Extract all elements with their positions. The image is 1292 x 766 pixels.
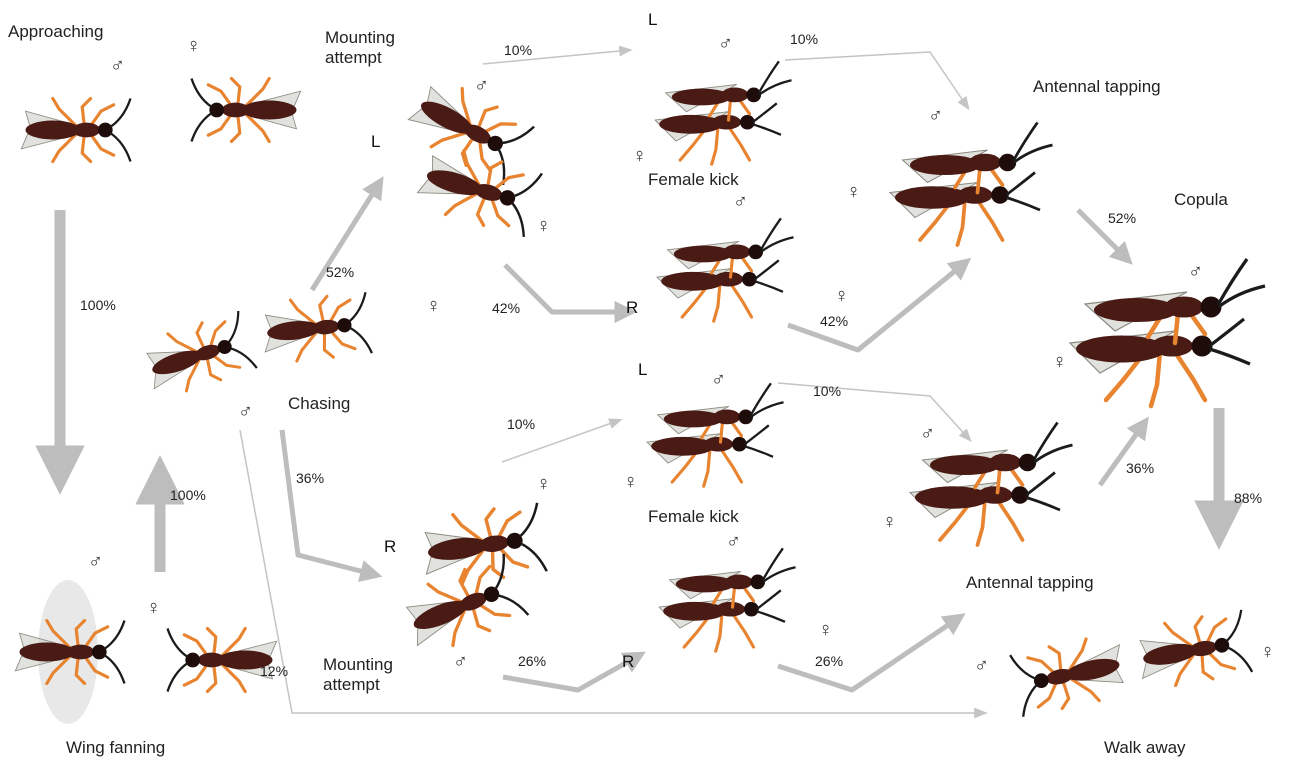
label-antennal-tapping-top: Antennal tapping: [1033, 77, 1161, 97]
side-right-top: R: [626, 298, 638, 318]
pct-chasing-to-walkaway: 12%: [260, 663, 288, 679]
pct-kick-to-tapping-bottom: 10%: [813, 383, 841, 399]
male-symbol-icon: ♂: [726, 532, 741, 552]
pct-fanning-to-chasing: 100%: [170, 487, 206, 503]
side-right-bottom: R: [622, 652, 634, 672]
side-right-mount-bottom: R: [384, 537, 396, 557]
female-symbol-icon: ♀: [536, 474, 551, 494]
female-symbol-icon: ♀: [1260, 642, 1275, 662]
male-symbol-icon: ♂: [718, 34, 733, 54]
label-approaching: Approaching: [8, 22, 103, 42]
male-symbol-icon: ♂: [733, 192, 748, 212]
female-symbol-icon: ♀: [426, 296, 441, 316]
pct-mount-r-to-side-r: 26%: [518, 653, 546, 669]
label-female-kick-bottom: Female kick: [648, 507, 739, 527]
label-mounting-attempt-top: Mounting attempt: [325, 28, 395, 68]
male-symbol-icon: ♂: [88, 552, 103, 572]
pct-side-r-to-tapping-top: 42%: [820, 313, 848, 329]
label-antennal-tapping-bottom: Antennal tapping: [966, 573, 1094, 593]
male-symbol-icon: ♂: [974, 656, 989, 676]
male-symbol-icon: ♂: [110, 56, 125, 76]
label-walk-away: Walk away: [1104, 738, 1186, 758]
arrow-mount-l-to-side-r: [505, 265, 630, 312]
side-left-mount-top: L: [371, 132, 380, 152]
arrow-kick-to-tapping-bottom: [778, 383, 970, 440]
pct-mount-l-to-kick: 10%: [504, 42, 532, 58]
pct-tapping-bottom-to-copula: 36%: [1126, 460, 1154, 476]
male-symbol-icon: ♂: [453, 652, 468, 672]
female-symbol-icon: ♀: [632, 146, 647, 166]
label-female-kick-top: Female kick: [648, 170, 739, 190]
pct-copula-to-walkaway: 88%: [1234, 490, 1262, 506]
female-symbol-icon: ♀: [186, 36, 201, 56]
female-symbol-icon: ♀: [882, 512, 897, 532]
side-left-kick-bottom: L: [638, 360, 647, 380]
arrow-side-r-to-tapping-bottom: [778, 617, 960, 690]
arrow-kick-to-tapping-top: [785, 52, 968, 108]
female-symbol-icon: ♀: [623, 472, 638, 492]
side-left-kick-top: L: [648, 10, 657, 30]
female-symbol-icon: ♀: [834, 286, 849, 306]
label-mounting-attempt-bottom: Mounting attempt: [323, 655, 393, 695]
female-symbol-icon: ♀: [1052, 352, 1067, 372]
female-symbol-icon: ♀: [846, 182, 861, 202]
label-copula: Copula: [1174, 190, 1228, 210]
pct-approach-to-fanning: 100%: [80, 297, 116, 313]
pct-mount-l-to-side-r: 42%: [492, 300, 520, 316]
male-symbol-icon: ♂: [711, 370, 726, 390]
female-symbol-icon: ♀: [818, 620, 833, 640]
female-symbol-icon: ♀: [146, 598, 161, 618]
label-wing-fanning: Wing fanning: [66, 738, 165, 758]
pct-chasing-to-mount-l: 52%: [326, 264, 354, 280]
arrow-side-r-to-tapping-top: [788, 262, 966, 350]
pct-kick-to-tapping-top: 10%: [790, 31, 818, 47]
male-symbol-icon: ♂: [1188, 262, 1203, 282]
male-symbol-icon: ♂: [920, 424, 935, 444]
male-symbol-icon: ♂: [928, 106, 943, 126]
male-symbol-icon: ♂: [474, 76, 489, 96]
pct-tapping-top-to-copula: 52%: [1108, 210, 1136, 226]
male-symbol-icon: ♂: [238, 402, 253, 422]
pct-mount-r-to-kick: 10%: [507, 416, 535, 432]
arrow-chasing-to-mount-r: [282, 430, 376, 575]
label-chasing: Chasing: [288, 394, 350, 414]
female-symbol-icon: ♀: [536, 216, 551, 236]
pct-chasing-to-mount-r: 36%: [296, 470, 324, 486]
pct-side-r-to-tapping-bottom: 26%: [815, 653, 843, 669]
